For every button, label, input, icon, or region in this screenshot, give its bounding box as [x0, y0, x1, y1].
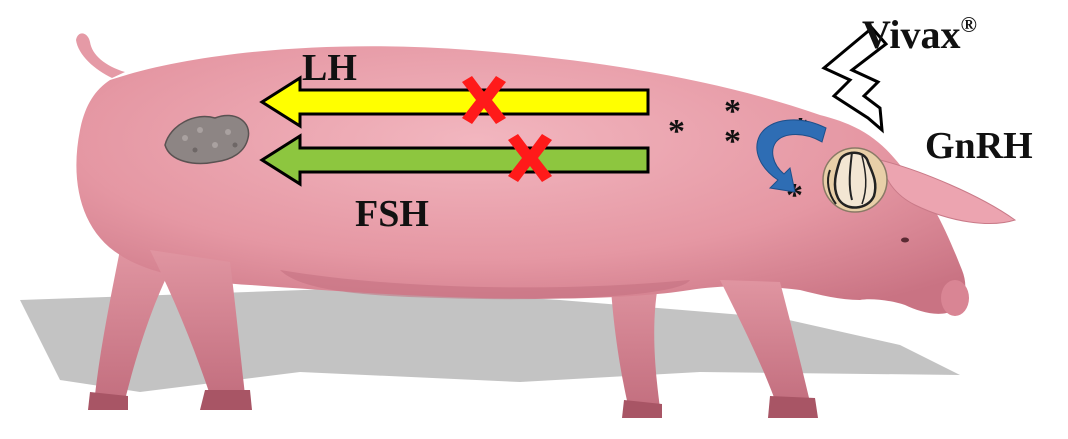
vivax-label: Vivax® [862, 12, 977, 57]
vivax-text: Vivax [862, 12, 961, 57]
lh-label: LH [302, 47, 357, 89]
fsh-label: FSH [355, 193, 429, 235]
pig-hoof-front [768, 396, 818, 418]
pig-tail [76, 33, 125, 78]
pig-snout [941, 280, 969, 316]
star-1: * [668, 113, 685, 150]
pig-hoof-back [200, 390, 252, 410]
star-3: * [724, 123, 741, 160]
pituitary-gland-icon [823, 148, 887, 212]
pig-eye [901, 238, 909, 243]
registered-mark: ® [961, 12, 977, 37]
gnrh-label: GnRH [925, 125, 1033, 167]
pig-shadow [20, 288, 960, 392]
